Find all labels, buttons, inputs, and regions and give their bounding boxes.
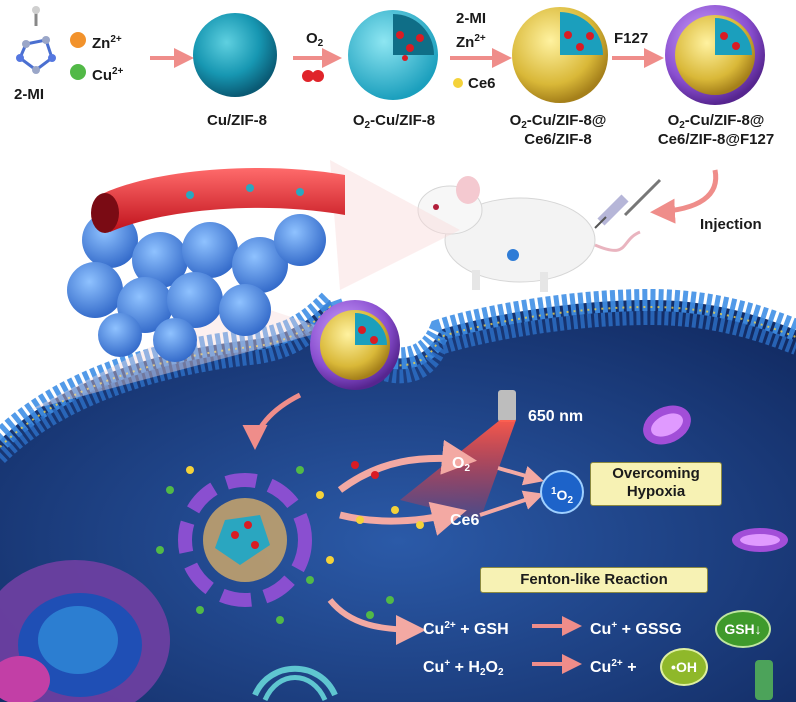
ce6-zif8-label-line1: O2-Cu/ZIF-8@ (509, 112, 607, 131)
zn-ion-label: Zn2+ (92, 34, 122, 52)
f127-reagent-label: F127 (614, 30, 649, 47)
o2-reagent-label: O2 (306, 30, 324, 49)
mitochondrion-right (732, 528, 788, 552)
injection-label: Injection (700, 216, 762, 233)
golgi-apparatus (252, 665, 338, 702)
gsh-depletion-badge: GSH↓ (715, 610, 771, 648)
degrading-nanoparticle (178, 473, 312, 607)
o2-cu-zif8-label: O2-Cu/ZIF-8 (352, 112, 436, 131)
f127-sphere-label-line2: Ce6/ZIF-8@F127 (657, 131, 775, 148)
cu-ion-label: Cu2+ (92, 66, 124, 84)
mouse-icon (417, 176, 641, 292)
ce6-reagent-label: Ce6 (468, 75, 496, 92)
zoom-callout-vessel (330, 160, 460, 290)
nanoparticle-endocytosis (310, 300, 400, 390)
fenton-reaction-title: Fenton-like Reaction (480, 567, 708, 593)
zn-reagent-label: Zn2+ (456, 33, 486, 51)
arrow-o2-to-singlet (497, 465, 544, 486)
er-structure (755, 660, 773, 700)
arrow-ce6-release (339, 501, 467, 536)
singlet-oxygen-badge: 1O2 (540, 470, 584, 514)
cu-ion-dot (70, 64, 86, 80)
zn-ion-dot (70, 32, 86, 48)
injection-arrow (650, 169, 719, 224)
ce6-dot (453, 78, 463, 88)
ce6-label: Ce6 (450, 512, 480, 529)
arrow-uptake (242, 392, 302, 450)
cu-zif8-sphere (193, 13, 277, 97)
nucleus (0, 560, 170, 702)
laser-wavelength-label: 650 nm (528, 408, 584, 425)
arrow-cu-release (327, 598, 426, 645)
o2-molecule-icon (302, 70, 324, 82)
f127-coated-sphere (665, 5, 765, 105)
o2-cu-zif8-sphere (348, 10, 438, 100)
released-ions (156, 461, 424, 624)
equation-1-reactants: Cu2+ + GSH (423, 620, 509, 638)
2mi-molecule-icon (16, 6, 56, 74)
hydroxyl-radical-badge: •OH (660, 648, 708, 686)
arrow-ce6-to-singlet (479, 490, 544, 517)
blood-vessel (91, 167, 345, 233)
linker-label: 2-MI (14, 86, 44, 103)
f127-sphere-label-line1: O2-Cu/ZIF-8@ (667, 112, 765, 131)
ce6-zif8-label-line2: Ce6/ZIF-8 (524, 131, 592, 148)
arrow-o2-release (337, 439, 477, 493)
ce6-zif8-sphere (512, 7, 608, 103)
equation-2-products: Cu2+ + (590, 658, 637, 676)
hypoxia-line1: Overcoming (612, 465, 700, 482)
hypoxia-line2: Hypoxia (626, 483, 686, 500)
cu-zif8-label: Cu/ZIF-8 (207, 112, 267, 129)
2mi-reagent-label: 2-MI (456, 10, 486, 27)
syringe-icon (594, 178, 662, 229)
equation-2-reactants: Cu+ + H2O2 (423, 658, 504, 678)
equation-1-products: Cu+ + GSSG (590, 620, 682, 638)
mitochondrion-top-right (643, 405, 691, 445)
overcoming-hypoxia-box: Overcoming Hypoxia (590, 462, 722, 506)
o2-label: O2 (452, 455, 471, 474)
